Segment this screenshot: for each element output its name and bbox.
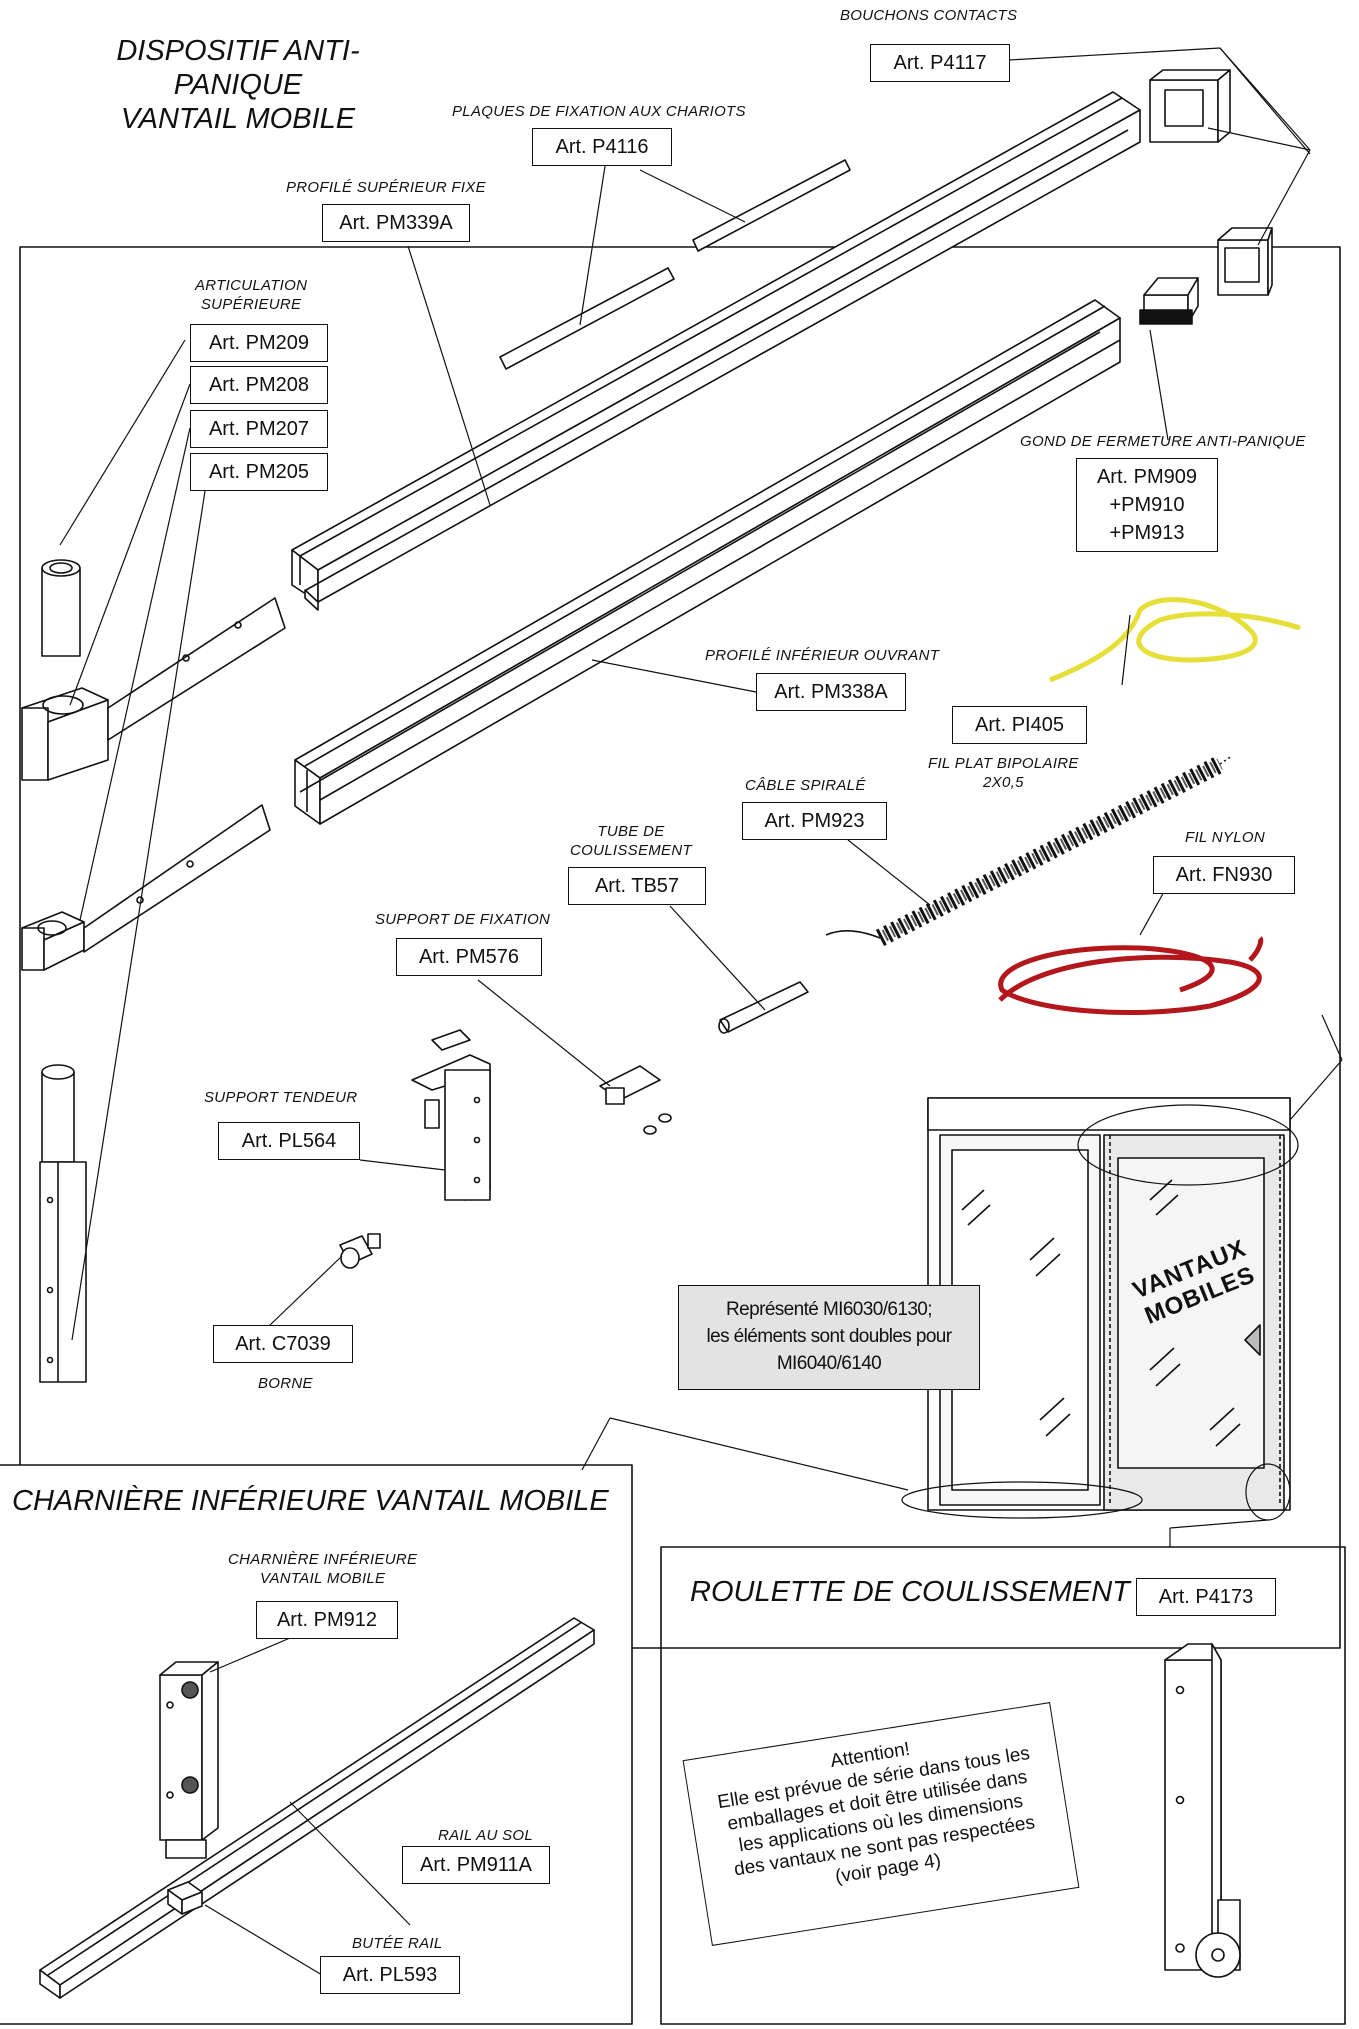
small-fixing-support [599,1065,672,1135]
caption-borne: BORNE [258,1375,313,1392]
caption-gond: GOND DE FERMETURE ANTI-PANIQUE [1020,433,1306,450]
borne-terminal [339,1233,381,1269]
caption-articulation: ARTICULATION SUPÉRIEURE [195,276,307,314]
floor-rail [39,1617,595,1999]
door-illustration [901,1097,1299,1521]
upper-articulation-block [21,597,286,781]
caption-support-tendeur: SUPPORT TENDEUR [204,1089,358,1106]
contact-plug-lower [1217,227,1273,296]
lower-opening-profile [294,299,1121,825]
caption-profile-inf: PROFILÉ INFÉRIEUR OUVRANT [705,647,940,664]
sliding-roller-part [1164,1643,1241,1978]
title-line-2: VANTAIL MOBILE [120,103,356,135]
caption-articulation-1: ARTICULATION [195,277,308,294]
representation-note: Représenté MI6030/6130; les éléments son… [678,1285,980,1390]
leader-lines [59,47,1343,1976]
roulette-frame [660,1546,1346,2025]
rail-stop [167,1881,203,1915]
caption-fil-plat: FIL PLAT BIPOLAIRE 2X0,5 [928,754,1079,792]
contact-plug-upper [1149,69,1231,143]
article-pm909-group: Art. PM909 +PM910 +PM913 [1076,458,1218,552]
article-p4173: Art. P4173 [1136,1578,1276,1616]
article-pm909: Art. PM909 [1096,466,1198,488]
article-fn930: Art. FN930 [1153,856,1295,894]
flat-wire [1049,597,1301,683]
pivot-arm [21,804,271,971]
caption-bouchons: BOUCHONS CONTACTS [840,7,1018,24]
caption-rail: RAIL AU SOL [438,1827,534,1844]
fixing-plate-upper [692,159,851,252]
spiral-cable [825,755,1233,947]
caption-tube-2: COULISSEMENT [570,842,692,859]
upper-fixed-profile [291,91,1141,611]
section-roulette-title: ROULETTE DE COULISSEMENT [690,1576,1130,1608]
article-pm576: Art. PM576 [396,938,542,976]
article-c7039: Art. C7039 [213,1325,353,1363]
article-pm910: +PM910 [1109,494,1185,516]
article-pm209: Art. PM209 [190,324,328,362]
caption-profile-sup: PROFILÉ SUPÉRIEUR FIXE [286,179,486,196]
article-pm339a: Art. PM339A [322,204,470,242]
caption-fil-plat-2: 2X0,5 [983,774,1024,791]
upper-articulation-tube [41,559,81,657]
main-frame [19,246,1341,1649]
caption-charniere-2: VANTAIL MOBILE [260,1570,386,1587]
section-charniere-title: CHARNIÈRE INFÉRIEURE VANTAIL MOBILE [12,1485,609,1517]
article-pm205: Art. PM205 [190,453,328,491]
note-line-2: les éléments sont doubles pour [706,1326,953,1347]
caption-butee: BUTÉE RAIL [352,1935,443,1952]
article-pm923: Art. PM923 [742,802,887,840]
tensioner-support [411,1029,491,1201]
caption-articulation-2: SUPÉRIEURE [200,296,302,313]
article-pl564: Art. PL564 [218,1122,360,1160]
article-tb57: Art. TB57 [568,867,706,905]
vertical-shaft [39,1064,87,1383]
nylon-thread [998,936,1264,1016]
caption-support-fix: SUPPORT DE FIXATION [375,911,551,928]
lower-hinge-part [159,1661,219,1859]
main-title: DISPOSITIF ANTI-PANIQUE VANTAIL MOBILE [58,34,418,136]
article-pi405: Art. PI405 [952,706,1087,744]
anti-panic-gond [1139,277,1199,325]
caption-tube-1: TUBE DE [597,823,665,840]
article-pm912: Art. PM912 [256,1601,398,1639]
caption-cable: CÂBLE SPIRALÉ [745,777,866,794]
article-pm207: Art. PM207 [190,410,328,448]
sliding-tube [718,981,809,1034]
charniere-frame [0,1464,633,2025]
note-line-1: Représenté MI6030/6130; [726,1299,933,1320]
article-p4116: Art. P4116 [532,128,672,166]
caption-plaques: PLAQUES DE FIXATION AUX CHARIOTS [452,103,746,120]
fixing-plate-lower [499,267,675,370]
caption-charniere-1: CHARNIÈRE INFÉRIEURE [228,1551,418,1568]
article-pm911a: Art. PM911A [402,1846,550,1884]
article-p4117: Art. P4117 [870,44,1010,82]
title-line-1: DISPOSITIF ANTI-PANIQUE [116,35,360,101]
article-pm208: Art. PM208 [190,366,328,404]
caption-fil-plat-1: FIL PLAT BIPOLAIRE [928,755,1079,772]
note-line-3: MI6040/6140 [776,1353,882,1374]
article-pl593: Art. PL593 [320,1956,460,1994]
article-pm913: +PM913 [1109,522,1185,544]
caption-tube: TUBE DE COULISSEMENT [570,822,692,860]
article-pm338a: Art. PM338A [756,673,906,711]
caption-charniere: CHARNIÈRE INFÉRIEURE VANTAIL MOBILE [228,1550,417,1588]
caption-fil-nylon: FIL NYLON [1185,829,1265,846]
